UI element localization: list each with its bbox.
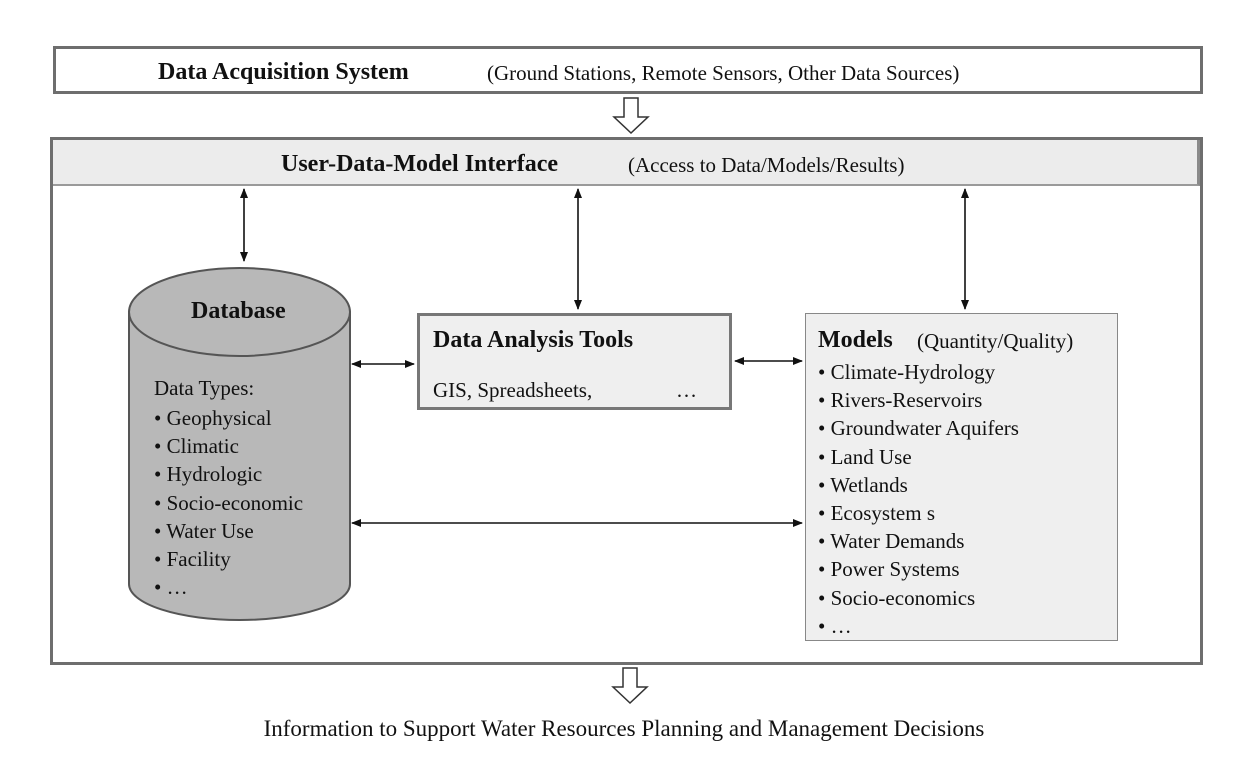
interface-title: User-Data-Model Interface (281, 151, 558, 177)
list-item: • Land Use (818, 444, 912, 469)
data-acquisition-subtitle: (Ground Stations, Remote Sensors, Other … (487, 61, 960, 85)
list-item: • Climate-Hydrology (818, 360, 996, 384)
interface-subtitle: (Access to Data/Models/Results) (628, 153, 905, 177)
list-item: • Socio-economic (154, 490, 304, 515)
models-box (805, 313, 1118, 641)
list-item: • Climatic (154, 434, 239, 459)
database-types-list: • Geophysical • Climatic • Hydrologic • … (154, 404, 303, 601)
list-item: • Water Use (154, 518, 254, 543)
data-acquisition-title: Data Acquisition System (158, 59, 409, 85)
list-item: • … (818, 613, 852, 638)
hollow-down-arrow-bottom (611, 667, 649, 705)
data-analysis-tools-title: Data Analysis Tools (433, 327, 634, 353)
interface-bar (53, 140, 1200, 186)
database-cylinder (128, 267, 351, 621)
list-item: • … (154, 575, 188, 600)
output-text: Information to Support Water Resources P… (263, 716, 985, 741)
list-item: • Power Systems (818, 557, 960, 582)
data-analysis-tools-items: GIS, Spreadsheets, (433, 378, 593, 402)
list-item: • Wetlands (818, 472, 908, 497)
list-item: • Hydrologic (154, 462, 263, 487)
list-item: • Rivers-Reservoirs (818, 388, 983, 413)
list-item: • Geophysical (154, 406, 272, 430)
data-analysis-tools-box (417, 313, 732, 410)
models-subtitle: (Quantity/Quality) (917, 329, 1074, 353)
models-list: • Climate-Hydrology • Rivers-Reservoirs … (818, 358, 1019, 640)
database-types-label: Data Types: (154, 376, 255, 400)
list-item: • Water Demands (818, 529, 965, 554)
list-item: • Ecosystem s (818, 501, 936, 526)
database-title: Database (191, 298, 286, 324)
models-title: Models (818, 327, 893, 353)
list-item: • Socio-economics (818, 585, 976, 610)
hollow-down-arrow-top (612, 97, 650, 135)
data-analysis-tools-ellipsis: … (676, 378, 697, 402)
list-item: • Groundwater Aquifers (818, 416, 1019, 441)
list-item: • Facility (154, 547, 231, 572)
data-acquisition-box (53, 46, 1203, 94)
